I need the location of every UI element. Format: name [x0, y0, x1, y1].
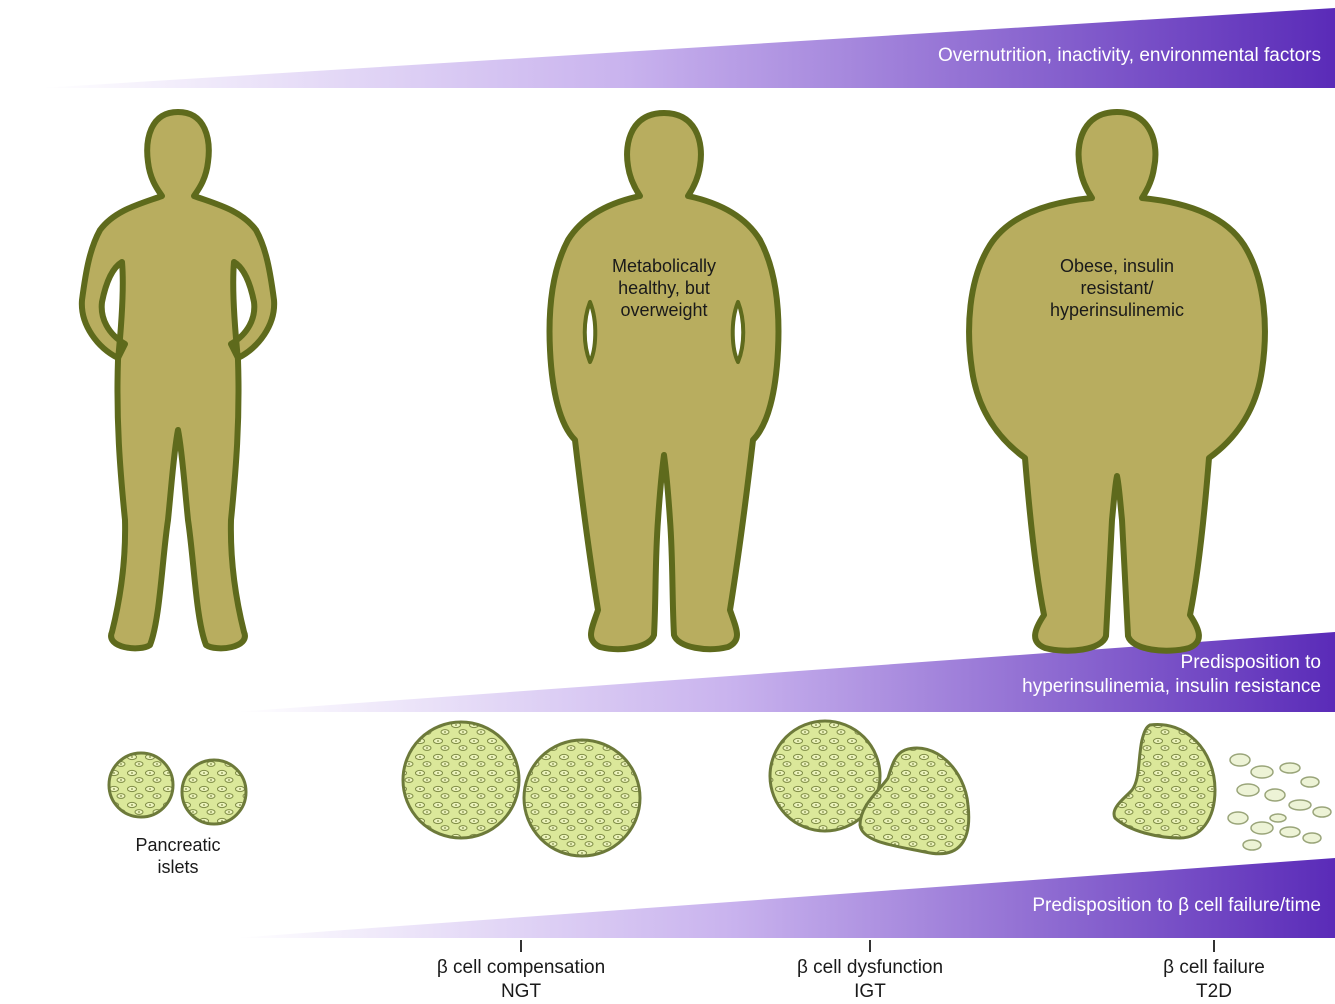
islet-cell-cluster [403, 722, 519, 838]
islet-cell-cluster [182, 760, 246, 824]
islet-cell-cluster [109, 753, 173, 817]
stage-t2d-line1: β cell failure [1084, 956, 1335, 980]
lean-figure [82, 112, 274, 648]
islets-normal [109, 753, 246, 824]
stage-ngt: β cell compensation NGT [391, 956, 651, 1004]
islets-failure [1114, 724, 1331, 850]
islet-cell-cluster [524, 740, 640, 856]
overweight-label-line3: overweight [574, 299, 754, 321]
islets-dysfunction [770, 721, 969, 854]
obese-label-line2: resistant/ [1027, 277, 1207, 299]
islets-compensation [403, 722, 640, 856]
top-wedge-label: Overnutrition, inactivity, environmental… [938, 44, 1321, 68]
fragmented-cells [1228, 754, 1331, 850]
stage-igt-line1: β cell dysfunction [740, 956, 1000, 980]
obese-label: Obese, insulin resistant/ hyperinsulinem… [1027, 255, 1207, 321]
stage-igt-line2: IGT [740, 980, 1000, 1004]
overweight-label: Metabolically healthy, but overweight [574, 255, 754, 321]
obese-label-line3: hyperinsulinemic [1027, 299, 1207, 321]
islets-label-line1: Pancreatic [88, 834, 268, 856]
middle-wedge-label-line1: Predisposition to [1022, 651, 1321, 675]
overweight-label-line2: healthy, but [574, 277, 754, 299]
middle-wedge-label-line2: hyperinsulinemia, insulin resistance [1022, 675, 1321, 699]
stage-igt: β cell dysfunction IGT [740, 956, 1000, 1004]
overweight-figure [550, 113, 779, 649]
stage-ngt-line2: NGT [391, 980, 651, 1004]
obese-figure [969, 112, 1265, 651]
islets-label: Pancreatic islets [88, 834, 268, 878]
stage-t2d: β cell failure T2D [1084, 956, 1335, 1004]
middle-wedge-label: Predisposition to hyperinsulinemia, insu… [1022, 651, 1321, 699]
islet-cell-cluster [1114, 724, 1215, 838]
islets-label-line2: islets [88, 856, 268, 878]
obese-label-line1: Obese, insulin [1027, 255, 1207, 277]
stage-ngt-line1: β cell compensation [391, 956, 651, 980]
bottom-wedge-label: Predisposition to β cell failure/time [1032, 894, 1321, 918]
stage-t2d-line2: T2D [1084, 980, 1335, 1004]
overweight-label-line1: Metabolically [574, 255, 754, 277]
